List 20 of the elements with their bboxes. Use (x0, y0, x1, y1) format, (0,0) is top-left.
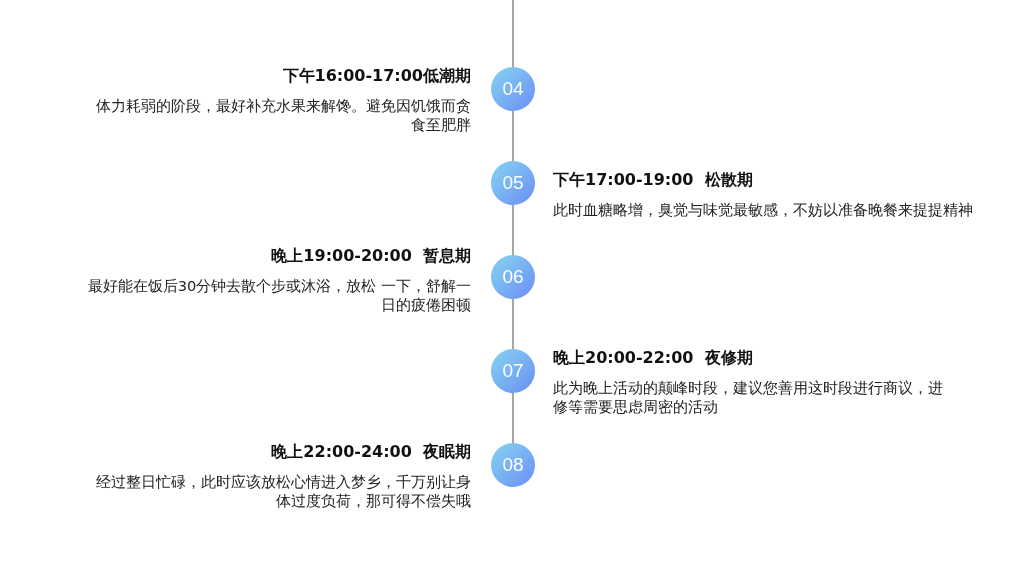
timeline-line (512, 298, 514, 350)
step-heading: 晚上19:00-20:00 暂息期 (270, 245, 471, 267)
step-description: 此时血糖略增，臭觉与味觉最敏感，不妨以准备晚餐来提提精神 (553, 200, 974, 219)
timeline-line (512, 392, 514, 444)
step-circle: 04 (491, 67, 535, 111)
step-heading: 晚上20:00-22:00 夜修期 (553, 347, 754, 369)
step-circle: 05 (491, 161, 535, 205)
step-description: 最好能在饭后30分钟去散个步或沐浴，放松 一下，舒解一日的疲倦困顿 (86, 276, 471, 314)
step-heading: 晚上22:00-24:00 夜眠期 (270, 441, 471, 463)
step-heading: 下午16:00-17:00低潮期 (281, 65, 471, 87)
timeline-line (512, 110, 514, 162)
step-heading: 下午17:00-19:00 松散期 (553, 169, 754, 191)
timeline-line (512, 0, 514, 68)
step-description: 体力耗弱的阶段，最好补充水果来解馋。避免因饥饿而贪食至肥胖 (95, 96, 471, 134)
step-circle: 06 (491, 255, 535, 299)
step-circle: 07 (491, 349, 535, 393)
timeline-line (512, 204, 514, 256)
step-description: 此为晚上活动的颠峰时段，建议您善用这时段进行商议，进修等需要思虑周密的活动 (553, 378, 944, 416)
step-description: 经过整日忙碌，此时应该放松心情进入梦乡，千万别让身体过度负荷，那可得不偿失哦 (95, 472, 471, 510)
step-circle: 08 (491, 443, 535, 487)
